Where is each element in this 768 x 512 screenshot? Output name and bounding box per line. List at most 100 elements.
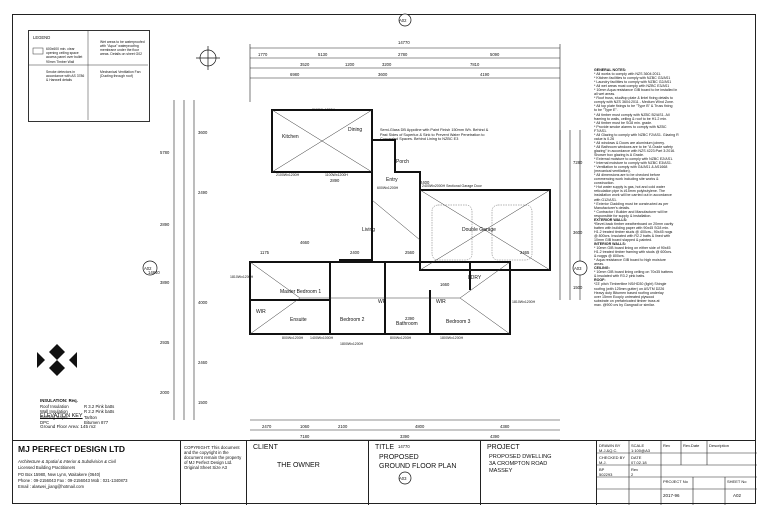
copyright-line: COPYRIGHT: This document	[184, 445, 240, 450]
dim-bottom-2: 1060	[300, 424, 310, 429]
dim-int-3: 1175	[260, 250, 270, 255]
project-value-1: PROPOSED DWELLING	[489, 454, 552, 460]
dim-bottom2-1: 7180	[300, 434, 310, 439]
dim-right-1: 7280	[573, 160, 583, 165]
notes-line: over 15mm Ecoply untreated plywood	[594, 294, 655, 299]
window-label-6: 1400Wx1000H	[310, 336, 334, 340]
rev-label: Rev	[631, 467, 639, 472]
notes-general-heading: GENERAL NOTES:	[594, 68, 627, 72]
notes-line: * Exterior Cladding must be constructed …	[594, 201, 669, 206]
copyright-line: document remain the property	[184, 455, 242, 460]
dim-left2-1: 3600	[198, 130, 208, 135]
info-cell: DRAWN BY M.J.&Q.C. SCALE 1:100@A3 CHECKE…	[596, 441, 757, 505]
notes-heading: CEILING:	[594, 266, 610, 271]
notes-line: roofing (with 125mm gutter) on AS/TM D22…	[594, 286, 665, 291]
dim-bottom2-3: 4390	[490, 434, 500, 439]
legend-line3: Smoke detectors in accordance with AS 37…	[46, 70, 85, 82]
insulation-item: Wall Insulation	[40, 409, 68, 415]
notes-line: & insulated with R3.2 pink batts.	[594, 274, 646, 279]
dim-top2-4: 7810	[470, 62, 480, 67]
window-label-8: 1800Wx1200H	[340, 342, 364, 346]
project-no-label: PROJECT No	[663, 479, 688, 484]
dim-top2-1: 3520	[300, 62, 310, 67]
notes-line: * 10mm GIB board lining on either side o…	[594, 246, 671, 251]
bp-value: 502293	[599, 472, 613, 477]
notes-line: commencing work including site works &	[594, 177, 659, 182]
notes-line: (mecanical ventilation).	[594, 169, 631, 174]
notes-line: * Ventilation to comply with G4/AS1 & AS…	[594, 165, 668, 170]
insulation-item: DPC	[40, 420, 50, 426]
window-label-3: 600Wx1200H	[377, 186, 399, 190]
dim-bottom-3: 2100	[338, 424, 348, 429]
notes-line: reticulation pipe is #15mm polybutylene.…	[594, 189, 666, 194]
room-ldry: LDRY	[468, 275, 482, 281]
dim-bottom-5: 4380	[500, 424, 510, 429]
copyright-line: Original Sheet Size A3	[184, 465, 227, 470]
window-label-1: 2100Wx1200H	[276, 173, 300, 177]
dim-int-4: 2400	[420, 180, 430, 185]
title-value-1: PROPOSED	[379, 454, 419, 461]
notes-line: 10mm GIB board slapped & painted.	[594, 237, 653, 242]
dim-left-1: 5780	[160, 150, 170, 155]
notes-line: *Bevel-back timber weatherboard on 20mm …	[594, 221, 674, 226]
notes-line: * All top plate fixings to be "Type B" &…	[594, 104, 673, 109]
notes-line: Shower box glazing is A Grade.	[594, 152, 644, 157]
window-label-4: 1100Wx1200H	[325, 173, 348, 177]
dim-int-6: 2560	[405, 250, 415, 255]
description-header: Description	[709, 443, 730, 448]
notes-line: *23' pitch Timbertline NS/HD30 (light) S…	[594, 282, 667, 287]
legend-line2: 90mm Timber Wall	[46, 60, 75, 64]
notes-line: * 10mm GIB board lining ceiling on 70x35…	[594, 270, 673, 275]
dim-left2-2: 2490	[198, 190, 208, 195]
dim-overall-bottom: 14770	[398, 444, 410, 449]
drawn-by-label: DRAWN BY	[599, 443, 621, 448]
notes-line: * All wet areas must comply with NZBC E3…	[594, 84, 670, 89]
dim-left-4: 2935	[160, 340, 170, 345]
project-value-3: MASSEY	[489, 468, 513, 474]
company-cell: MJ PERFECT DESIGN LTD Architecture & Spa…	[12, 441, 180, 505]
notes-line: @ 800crs. Insulated with R2.2 batts & li…	[594, 233, 671, 238]
legend-line4: Wet areas to be waterproofed with "Aqua"…	[100, 40, 145, 56]
dim-top2-2: 1200	[345, 62, 355, 67]
section-marker-top: A02	[399, 18, 407, 23]
client-label: CLIENT	[253, 444, 278, 451]
scale-value: 1:100@A3	[631, 448, 650, 453]
project-value-2: 3A CROMPTON ROAD	[489, 461, 548, 467]
insulation-value: Bitumen 877	[84, 420, 109, 426]
notes-line: & noggs @ 800crs.	[594, 254, 625, 259]
room-bathroom: Bathroom	[396, 321, 418, 327]
window-label-11: 1810Wx1200H	[230, 275, 254, 279]
window-label-5: 800Wx1200H	[282, 336, 304, 340]
room-kitchen: Kitchen	[282, 134, 299, 140]
notes-line: * External moisture to comply with NZBC …	[594, 157, 674, 162]
title-block: MJ PERFECT DESIGN LTD Architecture & Spa…	[12, 440, 757, 505]
notes-line: * All dimensions are to be checked befor…	[594, 173, 661, 178]
room-bedroom-2: Bedroom 2	[340, 317, 365, 323]
notes-line: max. @900 crs by Gangnail or similar.	[594, 302, 655, 307]
notes-line: areas.	[594, 262, 604, 267]
waterproofing-annotation: Semi-Glass DB Appoline with Paint Finish…	[380, 128, 489, 142]
dim-bottom2-2: 3390	[400, 434, 410, 439]
room-master-bedroom: Master Bedroom 1	[280, 289, 322, 295]
notes-line: responsible for supply & installation.	[594, 213, 652, 218]
notes-line: * All Glazing to comply with NZBC F2/AS1…	[594, 132, 679, 137]
copyright-line: of MJ Perfect Design Ltd.	[184, 460, 233, 465]
title-label: TITLE	[375, 444, 395, 451]
dim-right-3: 1500	[573, 285, 583, 290]
notes-line: * All Bathroom windows are to be "A Grad…	[594, 144, 673, 149]
dim-overall-left: 14840	[148, 270, 160, 275]
window-label-12: 1810Wx1200H	[512, 300, 536, 304]
notes-line: glazing" in accordance with NZS 4223:Par…	[594, 148, 676, 153]
insulation-value: R 3.2 Pink batts	[84, 403, 115, 409]
room-living: Living	[362, 227, 376, 233]
copyright-cell: COPYRIGHT: This document and the copyrig…	[180, 441, 246, 505]
section-marker-bottom: A03	[399, 476, 407, 481]
dim-left-3: 3890	[160, 280, 170, 285]
window-label-9: 1800Wx1200H	[440, 336, 464, 340]
dim-top3-1: 6980	[290, 72, 300, 77]
notes-line: * All timber must comply with NZBC B2/AS…	[594, 112, 670, 117]
notes-line: with G12/AS1.	[594, 197, 617, 202]
